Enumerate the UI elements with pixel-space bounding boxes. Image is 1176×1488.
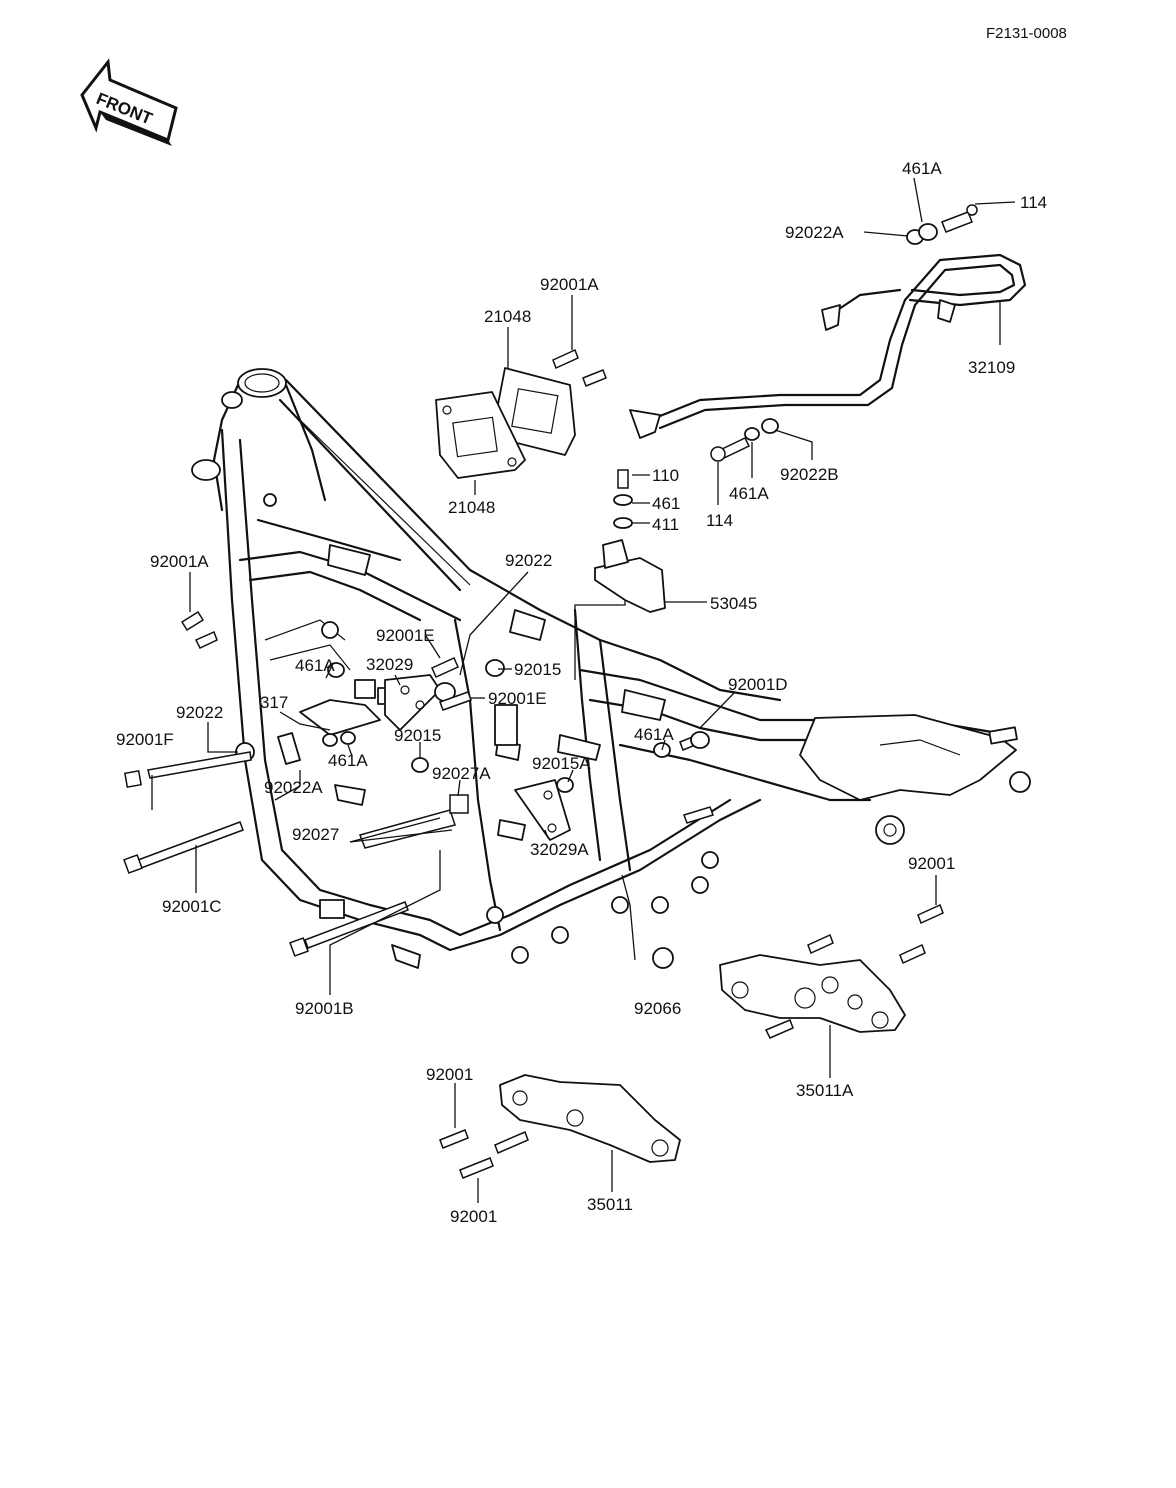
callout-92001F: 92001F xyxy=(116,730,174,749)
callout-92022A: 92022A xyxy=(264,778,323,797)
callout-labels: 461A 114 92022A 32109 92022B 461A 114 92… xyxy=(116,159,1047,1226)
callout-92022: 92022 xyxy=(505,551,552,570)
callout-35011A: 35011A xyxy=(796,1081,854,1100)
callout-21048: 21048 xyxy=(448,498,495,517)
callout-92001: 92001 xyxy=(450,1207,497,1226)
callout-461A: 461A xyxy=(295,656,335,675)
callout-92001: 92001 xyxy=(426,1065,473,1084)
document-code: F2131-0008 xyxy=(986,25,1067,42)
front-arrow-icon: FRONT xyxy=(80,58,178,146)
engine-brackets-21048 xyxy=(435,348,607,479)
callout-32029A: 32029A xyxy=(530,840,589,859)
callout-92001A: 92001A xyxy=(540,275,599,294)
callout-110: 110 xyxy=(652,466,679,485)
long-bolts xyxy=(123,751,409,957)
main-frame xyxy=(191,368,1031,969)
callout-92027: 92027 xyxy=(292,825,339,844)
callout-411: 411 xyxy=(652,515,679,534)
bracket-53045 xyxy=(594,469,666,613)
callout-32109: 32109 xyxy=(968,358,1015,377)
callout-461A: 461A xyxy=(328,751,368,770)
callout-92022B: 92022B xyxy=(780,465,839,484)
callout-53045: 53045 xyxy=(710,594,757,613)
callout-92001E: 92001E xyxy=(376,626,435,645)
grab-rail-32109 xyxy=(629,253,1027,439)
engine-mount-35011 xyxy=(439,1074,681,1179)
callout-461: 461 xyxy=(652,494,680,513)
callout-461A: 461A xyxy=(902,159,942,178)
callout-461A: 461A xyxy=(634,725,674,744)
callout-114: 114 xyxy=(1020,193,1047,212)
leader-lines xyxy=(151,177,1016,1203)
callout-92001C: 92001C xyxy=(162,897,222,916)
callout-92001E: 92001E xyxy=(488,689,547,708)
callout-32029: 32029 xyxy=(366,655,413,674)
callout-92015: 92015 xyxy=(394,726,441,745)
callout-21048: 21048 xyxy=(484,307,531,326)
callout-92022A: 92022A xyxy=(785,223,844,242)
callout-92001A: 92001A xyxy=(150,552,209,571)
callout-317: 317 xyxy=(260,693,288,712)
callout-92015: 92015 xyxy=(514,660,561,679)
callout-92001D: 92001D xyxy=(728,675,788,694)
callout-92001B: 92001B xyxy=(295,999,354,1018)
callout-461A: 461A xyxy=(729,484,769,503)
callout-92022: 92022 xyxy=(176,703,223,722)
rail-fasteners xyxy=(710,204,978,462)
left-fasteners xyxy=(180,610,505,773)
engine-mount-35011A xyxy=(719,903,944,1039)
callout-114: 114 xyxy=(706,511,733,530)
callout-92066: 92066 xyxy=(634,999,681,1018)
callout-92027A: 92027A xyxy=(432,764,491,783)
callout-92015A: 92015A xyxy=(532,754,591,773)
callout-92001: 92001 xyxy=(908,854,955,873)
callout-35011: 35011 xyxy=(587,1195,633,1214)
